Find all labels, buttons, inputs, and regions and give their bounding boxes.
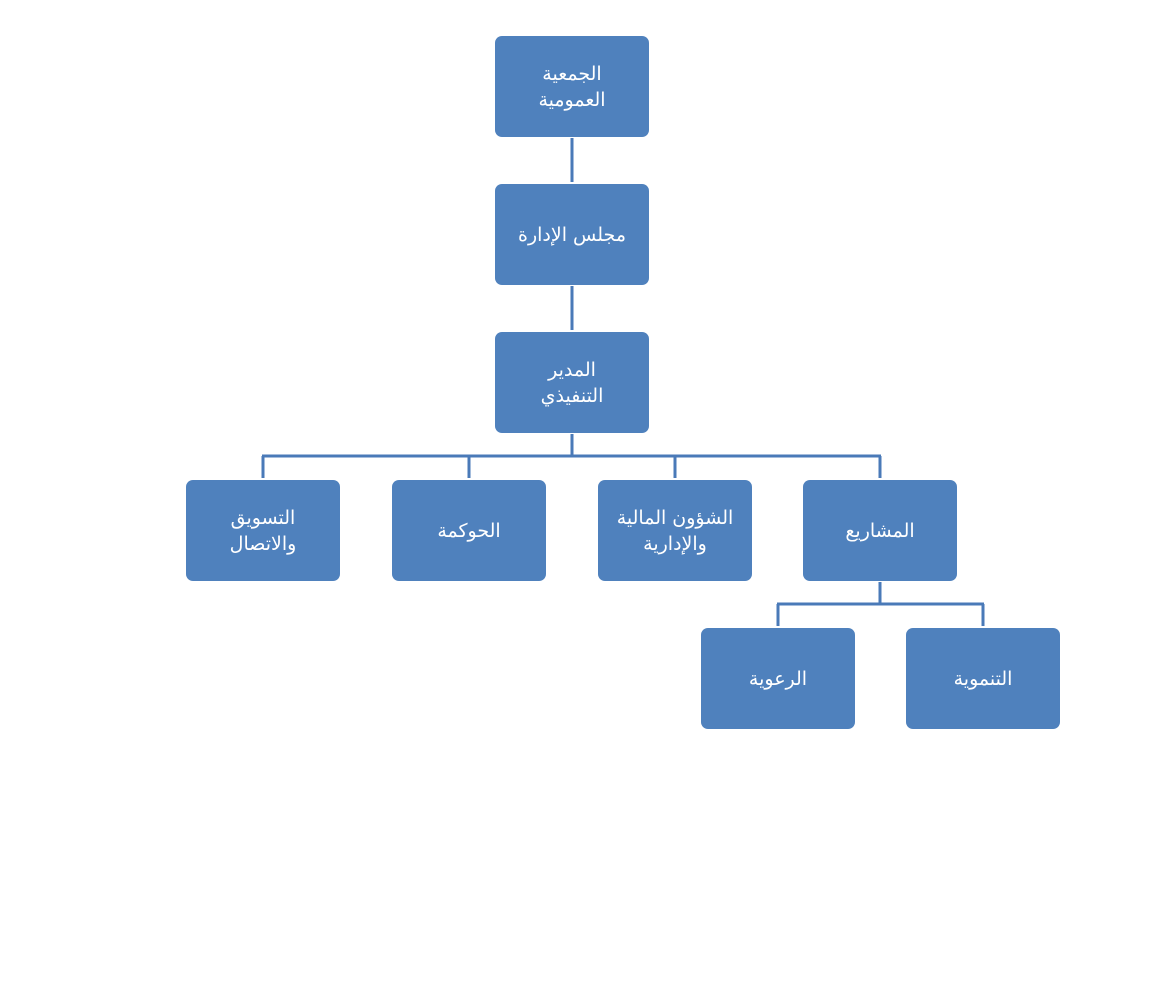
node-board-label: مجلس الإدارة [518,223,626,246]
node-governance[interactable]: الحوكمة [392,480,546,581]
node-finance-admin[interactable]: الشؤون المالية والإدارية [598,480,752,581]
node-general-assembly-label: الجمعية العمومية [538,62,606,111]
node-projects[interactable]: المشاريع [803,480,957,581]
node-care[interactable]: الرعوية [701,628,855,729]
node-executive-director[interactable]: المدير التنفيذي [495,332,649,433]
node-finance-admin-label: الشؤون المالية والإدارية [616,506,734,555]
node-care-label: الرعوية [748,667,808,690]
node-general-assembly[interactable]: الجمعية العمومية [495,36,649,137]
node-governance-label: الحوكمة [437,519,501,542]
node-marketing-communication[interactable]: التسويق والاتصال [186,480,340,581]
node-executive-director-label: المدير التنفيذي [540,358,604,407]
node-board[interactable]: مجلس الإدارة [495,184,649,285]
node-marketing-communication-label: التسويق والاتصال [229,506,297,555]
node-projects-label: المشاريع [845,519,915,542]
node-development-label: التنموية [953,667,1013,690]
node-development[interactable]: التنموية [906,628,1060,729]
